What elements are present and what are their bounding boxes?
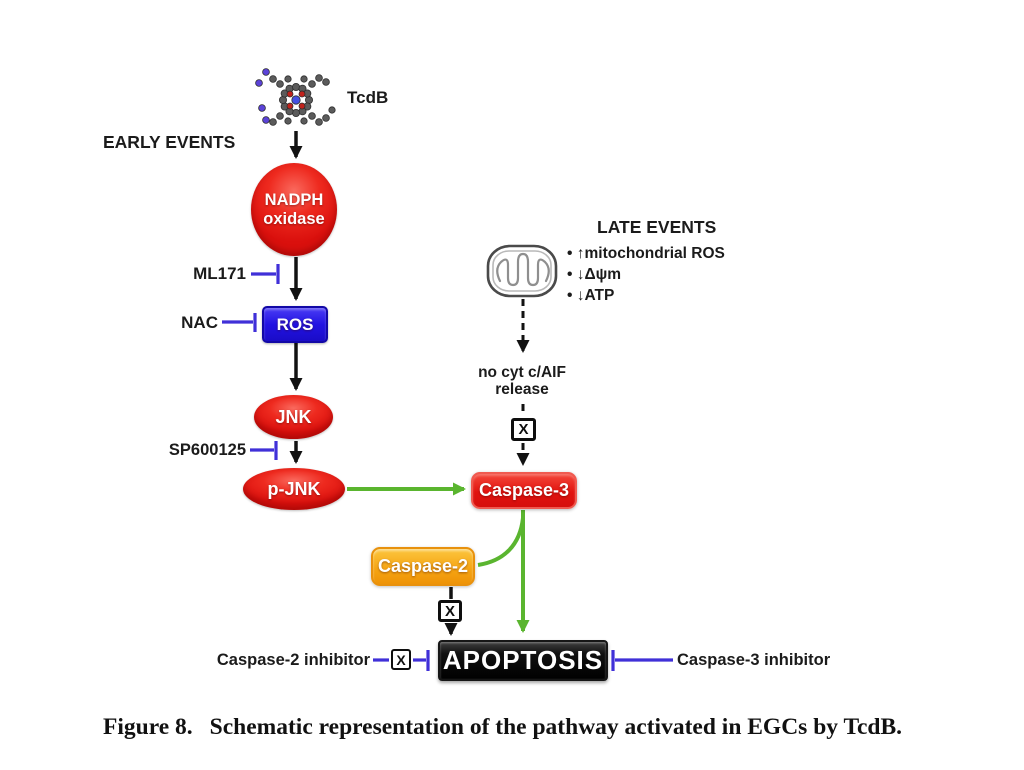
late-events-bullet-2: • ↓Δψm (567, 266, 622, 283)
nac-inhibitor-line (222, 313, 257, 332)
black-arrows (289, 131, 458, 636)
blocked-x-mito-icon: X (511, 418, 536, 441)
late-events-bullet-3: • ↓ATP (567, 287, 615, 304)
apoptosis-node: APOPTOSIS (438, 640, 608, 681)
late-events-label: LATE EVENTS (597, 217, 717, 237)
jnk-node: JNK (254, 395, 333, 439)
no-cyt-line1: no cyt c/AIF (478, 364, 566, 381)
figure-caption-text: Schematic representation of the pathway … (209, 714, 903, 740)
caspase2-inhibitor-label: Caspase-2 inhibitor (216, 651, 370, 669)
figure-caption-label: Figure 8. (103, 714, 193, 740)
no-cyt-line2: release (495, 381, 549, 398)
caspase2-node: Caspase-2 (371, 547, 475, 586)
nadph-oxidase-node: NADPH oxidase (251, 163, 337, 256)
caspase3-inhibitor-label: Caspase-3 inhibitor (677, 651, 831, 669)
sp600125-label: SP600125 (168, 441, 246, 459)
late-events-list: • ↑mitochondrial ROS • ↓Δψm • ↓ATP (567, 243, 725, 306)
pjnk-node: p-JNK (243, 468, 345, 510)
mitochondrion-icon (486, 244, 558, 298)
late-events-bullet-1: • ↑mitochondrial ROS (567, 245, 725, 262)
ml171-label: ML171 (193, 264, 246, 283)
sp600125-inhibitor-line (250, 441, 278, 460)
tcdb-label: TcdB (347, 88, 389, 107)
blocked-x-caspase2-inhibitor-icon: X (391, 649, 411, 670)
caspase3-node: Caspase-3 (471, 472, 577, 509)
figure-caption: Figure 8. Schematic representation of the… (103, 714, 902, 741)
green-curve-caspase2-join (477, 517, 525, 567)
inhibitor-lines (222, 264, 673, 671)
nadph-line1: NADPH (264, 190, 324, 209)
ml171-inhibitor-line (251, 264, 280, 284)
green-arrows (347, 482, 530, 633)
early-events-label: EARLY EVENTS (103, 132, 236, 152)
ros-node: ROS (262, 306, 328, 343)
nadph-line2: oxidase (263, 209, 325, 228)
tcdb-molecule-icon (255, 68, 336, 126)
blocked-x-caspase2-icon: X (438, 600, 462, 622)
nac-label: NAC (181, 313, 218, 332)
no-cyt-release-label: no cyt c/AIF release (452, 364, 592, 398)
caspase3-inhibitor-line (611, 650, 673, 671)
caspase2-inhibitor-line (373, 650, 430, 671)
